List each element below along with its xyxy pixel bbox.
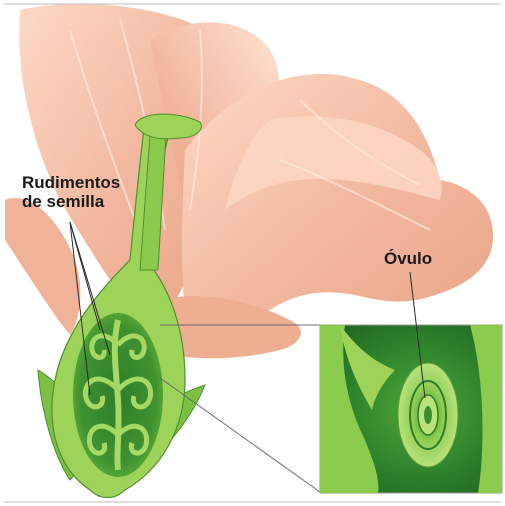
label-ovule: Óvulo <box>384 249 432 268</box>
label-seed-rudiments-line2: de semilla <box>22 192 120 211</box>
label-seed-rudiments-line1: Rudimentos <box>22 173 120 192</box>
petal-left-lower <box>5 198 80 335</box>
label-seed-rudiments: Rudimentos de semilla <box>22 173 120 211</box>
zoom-inset <box>320 325 502 493</box>
